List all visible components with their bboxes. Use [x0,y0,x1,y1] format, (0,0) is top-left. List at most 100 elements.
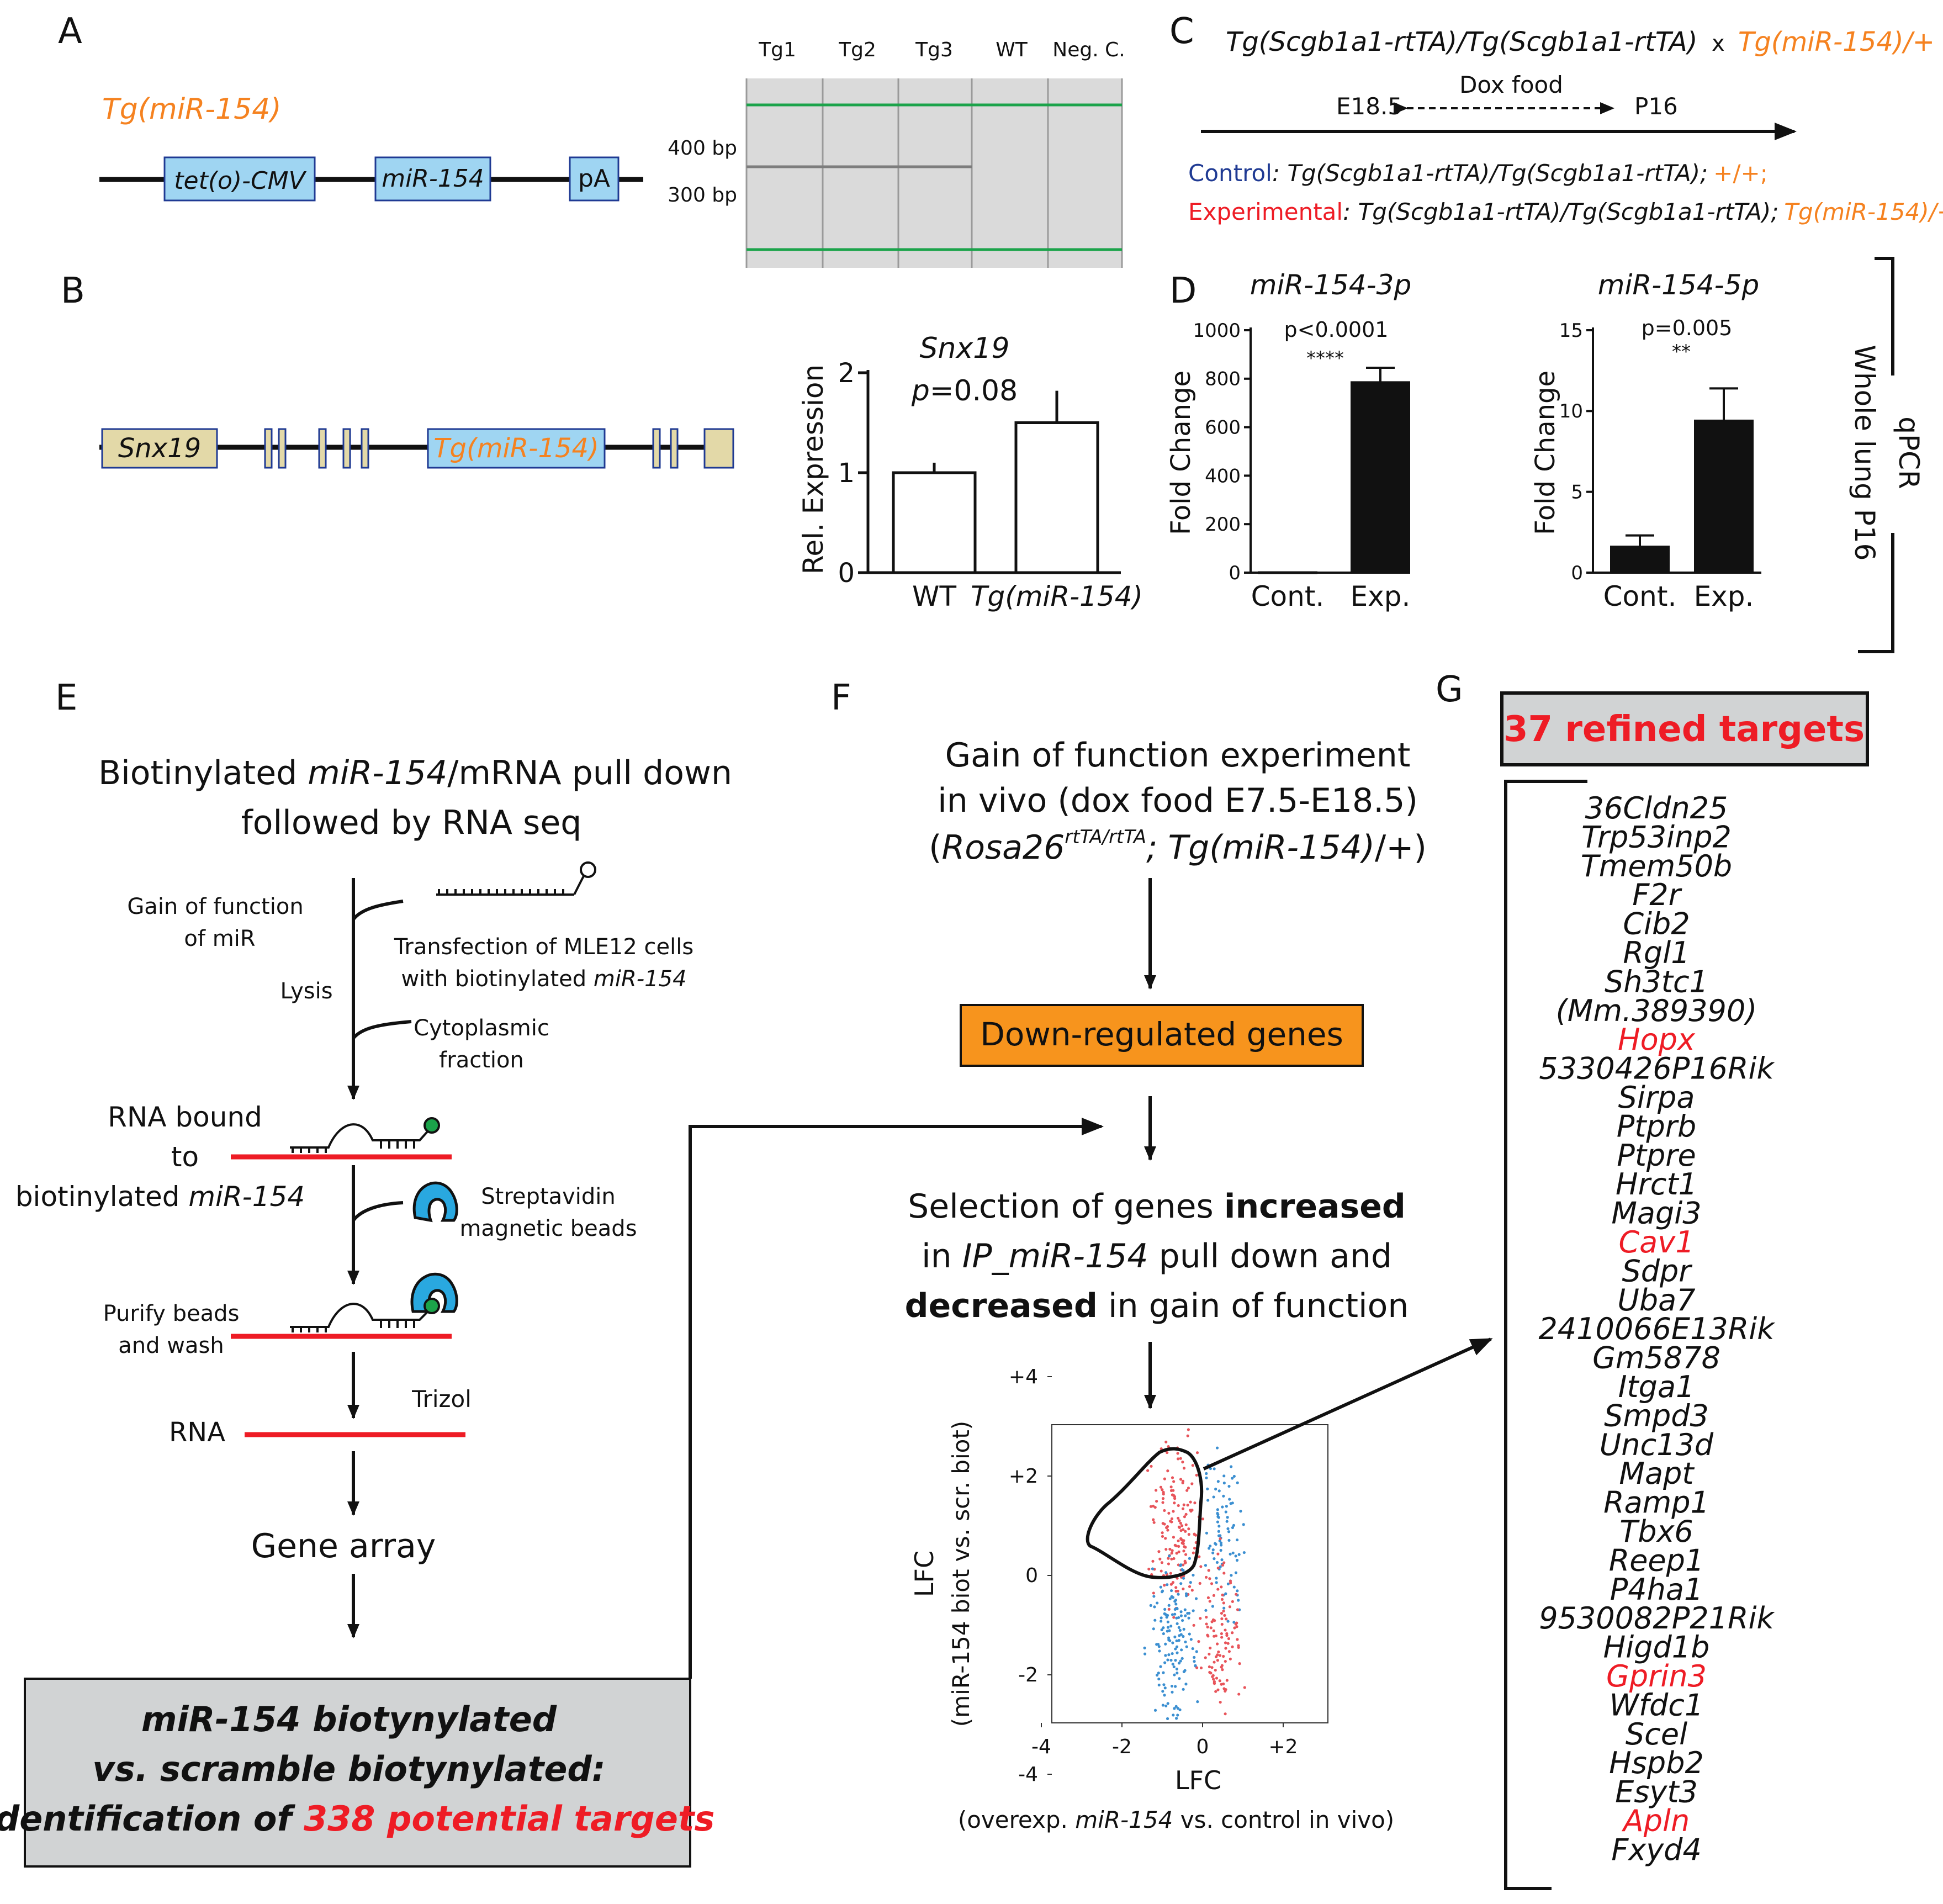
scatter-point [1224,1628,1227,1632]
target-gene: Reep1 [1609,1543,1704,1578]
scatter-point [1225,1520,1229,1523]
target-gene: Tmem50b [1581,849,1732,884]
scatter-point [1187,1527,1190,1531]
tet-cmv-box [163,156,316,202]
scatter-point [1220,1617,1224,1621]
e-to-f-connector [689,1118,1104,1679]
scatter-point [1167,1511,1171,1515]
target-gene: Ptprb [1617,1109,1697,1144]
scatter-point [1201,1517,1205,1521]
target-gene: 2410066E13Rik [1538,1311,1776,1346]
scatter-point [1167,1607,1171,1611]
scatter-point [1170,1552,1173,1555]
scatter-point [1209,1626,1213,1630]
scatter-point [1216,1552,1220,1556]
scatter-point [1173,1635,1177,1638]
scatter-point [1237,1693,1241,1696]
scatter-point [1227,1538,1231,1542]
scatter-point [1176,1457,1180,1461]
potential-targets-box [24,1678,691,1868]
scatter-point [1160,1620,1163,1623]
scatter-point [1149,1505,1153,1508]
scatter-point [1161,1531,1164,1535]
scatter-point [1208,1670,1211,1674]
cross-x: x [1712,31,1725,56]
scatter-point [1163,1477,1166,1480]
target-gene: Uba7 [1617,1283,1695,1318]
scatter-point [1222,1606,1226,1610]
scatter-point [1227,1637,1231,1641]
scatter-point [1182,1577,1185,1580]
scatter-point [1171,1493,1174,1496]
scatter-point [1205,1476,1208,1479]
e-title-line2: followed by RNA seq [241,803,582,842]
target-gene: Smpd3 [1604,1398,1709,1433]
panel-c: Tg(Scgb1a1-rtTA)/Tg(Scgb1a1-rtTA) x Tg(m… [1188,27,1943,225]
scatter-point [1221,1593,1224,1596]
scatter-point [1226,1516,1229,1519]
scatter-point [1188,1611,1191,1615]
scatter-point [1166,1626,1170,1629]
scatter-point [1182,1587,1185,1591]
bar [1610,546,1670,574]
scatter-point [1173,1501,1176,1505]
target-gene: Wfdc1 [1610,1688,1704,1722]
scatter-point [1186,1504,1189,1507]
scatter-point [1215,1581,1218,1584]
scatter-point [1168,1547,1172,1551]
scatter-point [1166,1717,1169,1720]
scatter-point [1173,1612,1177,1616]
scatter-point [1226,1642,1230,1645]
scatter-point [1180,1524,1184,1527]
scatter-point [1189,1500,1192,1504]
scatter-point [1173,1673,1176,1676]
scatter-point [1217,1489,1221,1493]
scatter-point [1235,1593,1238,1596]
scatter-point [1226,1582,1230,1585]
scatter-point [1185,1489,1189,1492]
gel-lane-label: Tg1 [758,39,796,61]
scatter-point [1170,1557,1173,1561]
target-gene: Esyt3 [1615,1775,1698,1810]
scatter-point [1157,1643,1160,1646]
targets-bracket [1504,780,1587,1890]
scatter-point [1155,1673,1159,1677]
scatter-point [1212,1495,1215,1499]
scatter-point [1188,1632,1191,1636]
scatter-point [1229,1579,1232,1583]
scatter-point [1181,1460,1184,1464]
scatter-point [1172,1665,1176,1669]
scatter-point [1212,1594,1216,1597]
scatter-point [1177,1626,1180,1629]
scatter-point [1235,1621,1238,1625]
panel-label-b: B [61,271,85,311]
scatter-point [1176,1713,1179,1717]
scatter-point [1208,1665,1211,1669]
scatter-point [1190,1482,1194,1485]
scatter-point [1189,1581,1192,1584]
scatter-point [1193,1501,1196,1505]
scatter-point [1175,1717,1178,1720]
qpcr-label: qPCR [1893,416,1925,489]
scatter-point [1163,1694,1166,1697]
snx19-pvalue: p=0.08 [911,374,1018,408]
y-tick-label: -4 [1018,1763,1038,1786]
target-gene: Ramp1 [1603,1485,1709,1520]
scatter-point [1170,1595,1173,1599]
scatter-point [1214,1690,1217,1693]
scatter-point [1224,1688,1227,1691]
scatter-point [1162,1683,1166,1686]
lysis-label: Lysis [280,979,332,1004]
scatter-point [1208,1577,1211,1580]
target-gene: Magi3 [1611,1196,1701,1231]
scatter-point [1223,1614,1226,1617]
scatter-point [1204,1609,1208,1612]
scatter-point [1177,1525,1181,1529]
scatter-point [1226,1527,1230,1530]
scatter-point [1167,1653,1171,1657]
construct-title: Tg(miR-154) [102,93,282,126]
scatter-point [1177,1545,1180,1548]
f-sel-line2: in IP_miR-154 pull down and [922,1237,1392,1276]
